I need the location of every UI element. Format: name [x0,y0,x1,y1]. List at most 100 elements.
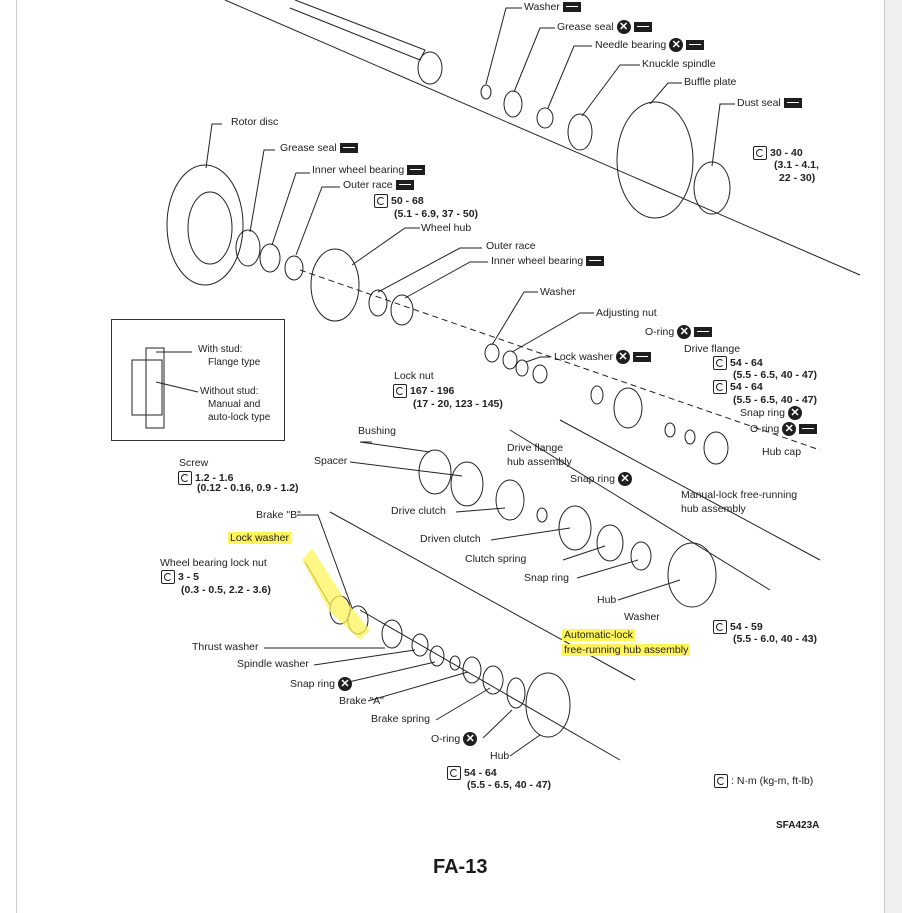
label-outer-race-mid: Outer race [486,240,536,252]
torque-icon [393,384,407,398]
grease-seal-top-part [503,90,523,118]
stud-inset: With stud: Flange type Without stud: Man… [111,319,285,441]
replace-icon: ✕ [677,325,692,339]
torque-54-59: 54 - 59 [713,620,763,634]
leader-hub-bottom [509,734,541,757]
spacer-part [450,461,484,507]
inner-bearing-top-part [259,243,281,273]
label-driven-clutch: Driven clutch [420,533,481,545]
leader-inner-mid [404,261,488,299]
torque-54-64-b-metric: (5.5 - 6.5, 40 - 47) [733,394,818,406]
inset-auto-lock: auto-lock type [208,412,271,423]
leader-needle [547,45,592,109]
leader-lock-washer [297,514,353,609]
torque-54-64-a: 54 - 64 [713,356,763,370]
lock-washer-highlight-mark [302,548,370,640]
replace-icon: ✕ [337,677,352,691]
figure-code: SFA423A [776,820,820,831]
replace-icon: ✕ [617,472,632,486]
leader-brake-a [367,671,469,702]
replace-icon: ✕ [782,422,797,436]
label-brake-a: Brake "A" [339,695,384,707]
grease-icon [339,143,358,154]
label-knuckle-spindle: Knuckle spindle [642,58,716,70]
torque-54-59-metric: (5.5 - 6.0, 40 - 43) [733,633,818,645]
label-buffle-plate: Buffle plate [684,76,737,88]
leader-lockwasher [525,356,550,363]
leader-snap-bottom [339,661,436,685]
label-drive-flange-hub-2: hub assembly [507,456,572,468]
leader-snap-lower [576,559,639,579]
torque-30-40-metric: (3.1 - 4.1, [774,159,819,171]
leader-rotor [205,123,222,169]
label-rotor-disc: Rotor disc [231,116,279,128]
label-hub-cap: Hub cap [762,446,802,458]
label-needle-bearing: Needle bearing✕ [595,38,705,52]
clutch-spring-part [596,524,624,562]
grease-icon [407,165,426,176]
replace-icon: ✕ [463,732,478,746]
label-bushing: Bushing [358,425,396,437]
leader-hub-lower [617,579,681,601]
buffle-plate-part [616,101,694,219]
label-spacer: Spacer [314,455,348,467]
leader-clutch-spring [562,545,606,561]
torque-icon [161,570,175,584]
inset-flange-type: Flange type [208,357,261,368]
torque-54-64-a-metric: (5.5 - 6.5, 40 - 47) [733,369,818,381]
leader-o-ring-bottom [482,709,513,739]
label-drive-flange: Drive flange [684,343,741,355]
torque-1-2-1-6-metric: (0.12 - 0.16, 0.9 - 1.2) [197,482,299,494]
upper-axis-line [224,0,861,276]
snap-ring-bottom-part [449,655,461,671]
leader-washer [491,291,538,346]
snap-ring-right-part [664,422,676,438]
torque-54-64-b: 54 - 64 [713,380,763,394]
label-grease-seal-left: Grease seal [280,142,358,154]
grease-icon [633,22,652,32]
torque-30-40-ftlb: 22 - 30) [779,172,816,184]
label-snap-ring-lower: Snap ring [524,572,569,584]
torque-30-40: 30 - 40 [753,146,803,160]
o-ring-right-part [684,429,696,445]
label-o-ring-top: O-ring✕ [645,325,713,339]
leader-inner [271,172,310,246]
torque-icon [447,766,461,780]
leader-buffle [649,82,682,105]
torque-icon [713,380,727,394]
label-washer-top: Washer [524,1,581,13]
scrollbar[interactable] [884,0,902,913]
outer-race-top-part [284,255,304,281]
label-snap-ring-bottom: Snap ring✕ [290,677,352,691]
page-edge-line [16,0,17,913]
cv-joint [417,51,443,85]
leader-grease-top [513,27,555,93]
label-manual-lock-2: hub assembly [681,503,746,515]
label-o-ring-bottom: O-ring✕ [431,732,478,746]
o-ring-bottom-part [506,677,526,709]
leader-knuckle [581,64,640,117]
leader-dust [711,103,735,167]
snap-ring-lower-part [630,541,652,571]
inset-manual-and: Manual and [208,399,261,410]
drive-clutch-part [495,479,525,521]
label-outer-race-top: Outer race [343,179,414,191]
label-wheel-hub: Wheel hub [421,222,472,234]
label-o-ring-right: O-ring✕ [750,422,818,436]
leader-brake-spring [435,687,491,721]
dust-seal-part [693,161,731,215]
inset-with-stud: With stud: [198,344,243,355]
label-brake-b: Brake "B" [256,509,301,521]
label-clutch-spring: Clutch spring [465,553,527,565]
page-number: FA-13 [433,856,488,878]
grease-icon [395,180,414,191]
leader-drive-clutch [455,507,506,513]
replace-icon: ✕ [615,350,630,364]
leader-bushing [359,441,431,453]
o-ring-top-part [590,385,604,405]
label-lock-nut: Lock nut [394,370,434,382]
grease-icon [562,2,581,13]
torque-54-64-c: 54 - 64 [447,766,497,780]
leader-spacer [349,461,463,477]
